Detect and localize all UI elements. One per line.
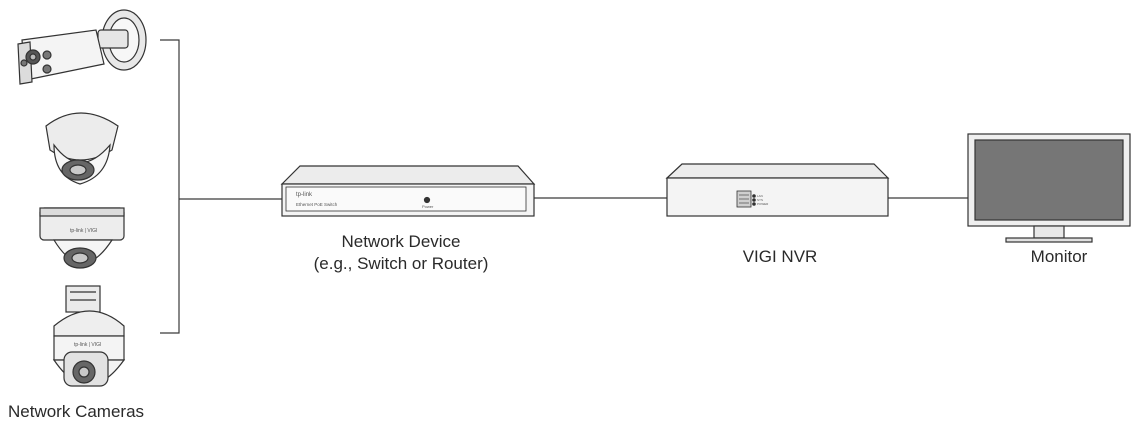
nvr-led-label-power: POWER [757,202,769,206]
switch-brand-text: tp-link [296,192,313,198]
dome-camera-brand-text: tp-link | VIGI [70,228,97,234]
monitor-icon [967,133,1131,243]
switch-power-text: Power [422,204,434,209]
bullet-camera-icon [17,9,147,85]
dome-camera-icon: tp-link | VIGI [39,207,125,269]
network-switch-icon [280,165,536,217]
network-device-label-line1: Network Device [341,232,461,251]
vigi-nvr-label: VIGI NVR [742,247,818,266]
ptz-camera-icon: tp-link | VIGI [52,285,126,387]
nvr-led-label-sys: SYS [757,198,763,202]
camera-bracket-line [160,39,180,334]
network-cameras-label: Network Cameras [8,402,145,421]
ptz-camera-brand-text: tp-link | VIGI [74,342,101,348]
nvr-icon [665,163,890,217]
network-device-label: Network Device (e.g., Switch or Router) [290,231,512,275]
network-device-label-line2: (e.g., Switch or Router) [313,254,489,273]
turret-camera-icon [45,112,119,185]
switch-model-text: Ethernet PoE Switch [296,202,338,207]
nvr-led-label-lan: LAN [757,194,763,198]
monitor-label: Monitor [1030,247,1088,266]
